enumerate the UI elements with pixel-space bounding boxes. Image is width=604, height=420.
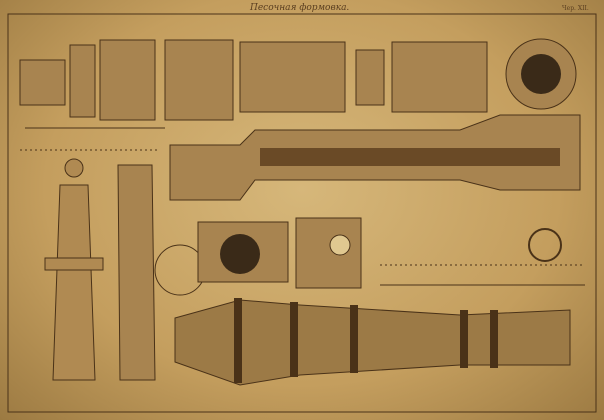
trunnion-section [197,221,289,283]
fig-7-section [391,41,488,113]
ring-fig [528,228,562,262]
scale-bars [20,127,585,286]
standing-cannon [44,158,104,381]
long-mold-bore [260,148,560,166]
mold-flanges [234,298,498,383]
plate-number: Чер. XII. [562,5,589,12]
cannon-half-section [117,164,156,381]
fig-6-section [355,49,385,106]
fig-4-section [164,39,234,121]
fig-5-section [239,41,346,113]
plate-border [7,13,597,413]
ring-section [505,38,577,110]
mold-sections-row [19,39,488,121]
plate-title: Песочная формовка. [250,3,350,13]
fig-3-section [99,39,156,121]
fig-1-section [19,59,66,106]
mold-block [295,217,362,289]
fig-2-section [69,44,96,118]
assembled-cannon-mold [174,299,571,386]
